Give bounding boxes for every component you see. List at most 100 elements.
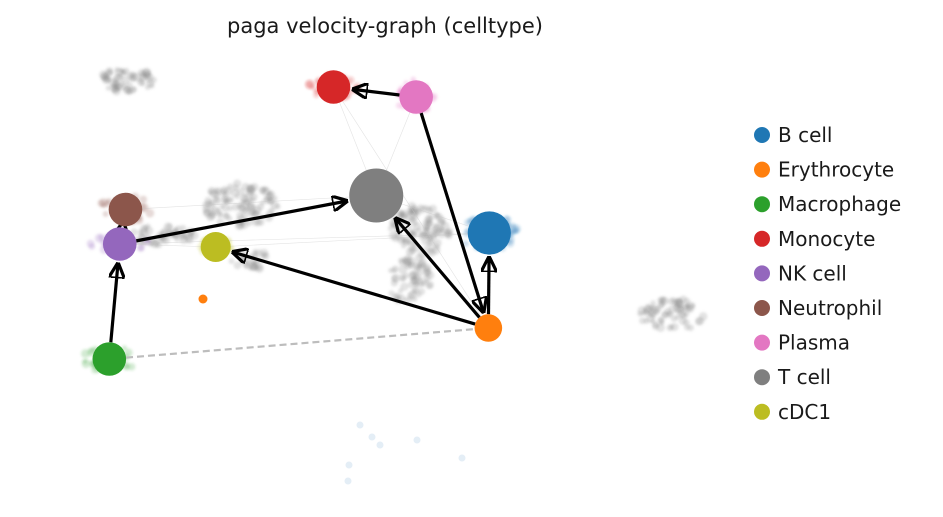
legend-marker bbox=[754, 196, 770, 213]
node-plasma bbox=[399, 80, 433, 114]
cell-point bbox=[242, 193, 248, 200]
cell-point bbox=[112, 86, 121, 96]
cell-point bbox=[166, 223, 173, 231]
cell-point bbox=[127, 363, 136, 371]
cell-point bbox=[228, 196, 235, 202]
cell-point bbox=[648, 304, 654, 310]
cell-point bbox=[391, 273, 401, 283]
cell-point bbox=[658, 296, 667, 305]
cell-point bbox=[249, 196, 256, 203]
cell-point bbox=[245, 259, 252, 266]
cell-point bbox=[387, 268, 394, 274]
cell-point bbox=[411, 285, 420, 295]
cell-point bbox=[266, 190, 273, 197]
legend-label: Macrophage bbox=[778, 192, 901, 216]
cell-point bbox=[231, 203, 240, 211]
cell-point bbox=[138, 244, 145, 252]
paga-nodes bbox=[92, 70, 511, 376]
cell-point bbox=[174, 236, 180, 242]
cell-point bbox=[139, 195, 148, 204]
legend-label: Plasma bbox=[778, 331, 850, 355]
cell-point bbox=[356, 421, 364, 429]
cell-point bbox=[236, 211, 244, 220]
cell-point bbox=[147, 73, 154, 81]
cell-point bbox=[458, 454, 466, 462]
cell-point bbox=[419, 205, 427, 214]
cell-point bbox=[395, 102, 403, 109]
cell-point bbox=[94, 233, 104, 243]
cell-point bbox=[254, 218, 262, 227]
legend-label: Erythrocyte bbox=[778, 158, 894, 182]
cell-point bbox=[144, 226, 154, 236]
cell-point bbox=[228, 258, 235, 265]
cell-point bbox=[114, 66, 120, 73]
cell-point bbox=[394, 232, 403, 241]
cell-point bbox=[413, 436, 421, 444]
cell-point bbox=[646, 314, 655, 323]
cell-point bbox=[305, 80, 314, 90]
node-t-cell bbox=[349, 168, 404, 223]
cell-point bbox=[345, 461, 353, 469]
cell-point bbox=[428, 214, 435, 221]
cell-point bbox=[102, 76, 111, 85]
legend-label: Monocyte bbox=[778, 227, 875, 251]
cell-point bbox=[274, 203, 281, 210]
cell-point bbox=[132, 72, 142, 82]
legend-label: cDC1 bbox=[778, 400, 831, 424]
cell-point bbox=[144, 84, 151, 91]
cell-point bbox=[247, 184, 256, 194]
cell-point bbox=[462, 240, 470, 247]
cell-point bbox=[150, 239, 160, 249]
cell-point bbox=[418, 231, 425, 238]
cell-point bbox=[694, 317, 703, 326]
legend-marker bbox=[754, 403, 770, 420]
cell-point bbox=[244, 206, 250, 212]
edge-arrow bbox=[354, 89, 400, 94]
node-macrophage bbox=[92, 342, 127, 376]
cell-point bbox=[227, 183, 234, 190]
cell-point bbox=[88, 243, 96, 250]
cell-point bbox=[393, 225, 400, 231]
cell-point bbox=[420, 262, 427, 269]
edge-dashed bbox=[125, 328, 475, 359]
cell-point bbox=[252, 209, 260, 218]
legend-marker bbox=[754, 265, 770, 282]
cell-point bbox=[401, 237, 408, 245]
cell-point bbox=[82, 358, 88, 364]
cell-point bbox=[112, 80, 120, 87]
cell-point bbox=[423, 224, 430, 231]
cell-point bbox=[142, 74, 149, 81]
cell-point bbox=[398, 257, 404, 263]
cell-point bbox=[683, 304, 692, 313]
cell-point bbox=[123, 85, 132, 95]
legend-marker bbox=[754, 127, 770, 143]
legend-label: B cell bbox=[778, 123, 833, 147]
legend-label: Neutrophil bbox=[778, 296, 882, 320]
cell-point bbox=[402, 256, 409, 264]
legend-marker bbox=[754, 161, 770, 178]
cell-point bbox=[440, 219, 446, 225]
cell-point bbox=[230, 188, 240, 198]
cell-point bbox=[405, 223, 413, 230]
legend-marker bbox=[754, 334, 770, 351]
legend-marker bbox=[754, 369, 770, 386]
faint-edge bbox=[119, 232, 490, 245]
cell-point bbox=[407, 281, 415, 289]
node-satellite bbox=[198, 294, 208, 304]
cell-point bbox=[188, 231, 195, 237]
edge-arrow bbox=[396, 219, 481, 319]
cell-point bbox=[653, 308, 660, 316]
node-cdc1 bbox=[200, 232, 231, 262]
cell-point bbox=[423, 274, 431, 283]
cell-point bbox=[100, 202, 107, 208]
cell-point bbox=[425, 282, 433, 290]
cell-point bbox=[682, 319, 690, 327]
edge-arrow bbox=[488, 259, 489, 315]
paga-edges bbox=[111, 89, 489, 359]
node-erythrocyte bbox=[474, 314, 503, 342]
cell-point bbox=[121, 69, 128, 76]
background-cell-clouds bbox=[99, 66, 708, 333]
cell-point bbox=[81, 349, 90, 359]
cell-point bbox=[668, 324, 675, 330]
cell-point bbox=[179, 224, 187, 232]
